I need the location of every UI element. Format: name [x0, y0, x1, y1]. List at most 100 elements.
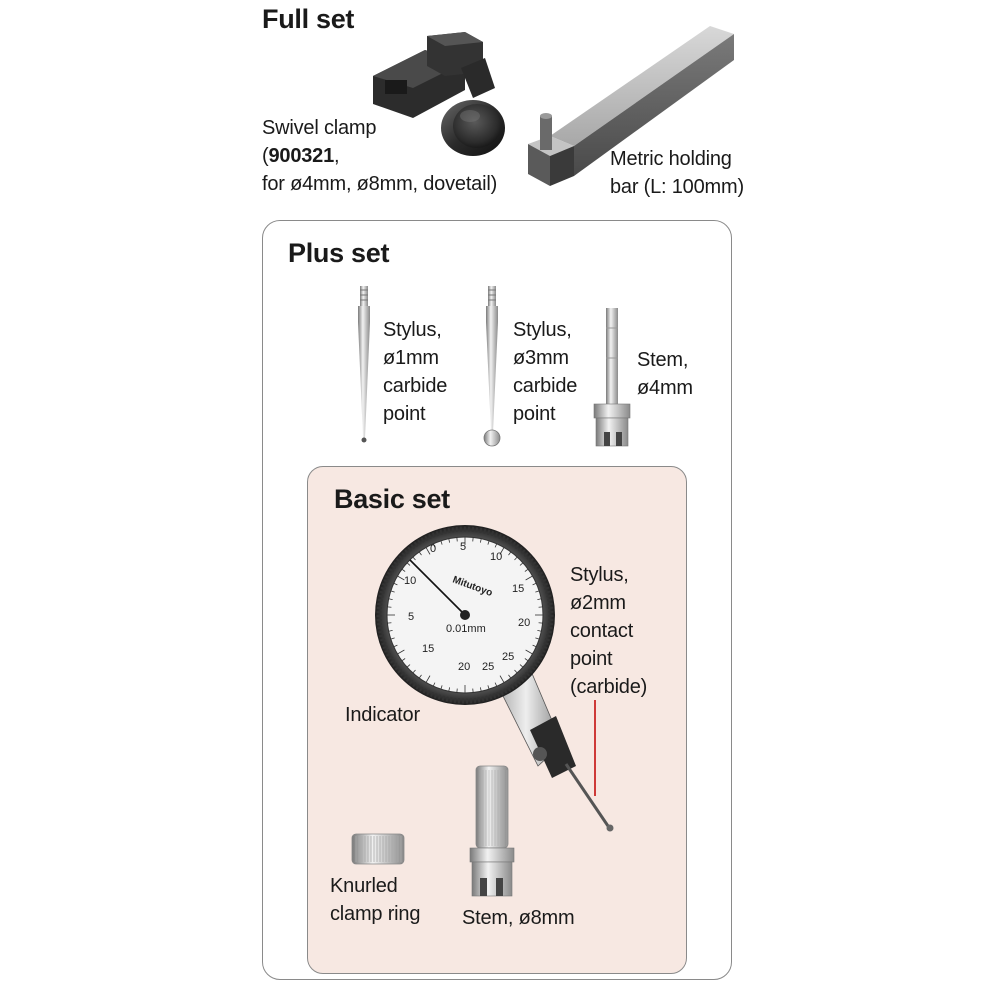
dial-tick — [487, 540, 490, 545]
stylus-3mm-line2: ø3mm — [513, 347, 569, 369]
dial-tick — [412, 556, 416, 561]
stylus-2mm-line4: point — [570, 648, 613, 670]
dial-tick — [401, 568, 406, 572]
dial-tick — [418, 551, 422, 556]
paren-open: ( — [262, 145, 269, 167]
dial-tick — [525, 575, 533, 581]
stylus-1mm-label: Stylus, ø1mm carbide point — [383, 316, 447, 428]
dial-num-10: 10 — [490, 551, 502, 563]
dial-tick — [525, 649, 533, 655]
dial-tick — [390, 637, 395, 640]
dial-tick — [412, 669, 416, 674]
stylus-2mm-label: Stylus, ø2mm contact point (carbide) — [570, 561, 647, 701]
stylus-1mm-line3: carbide — [383, 375, 448, 397]
dial-num-25-bottom: 25 — [482, 661, 494, 673]
plus-set-title: Plus set — [288, 238, 390, 268]
stylus-1mm-line2: ø1mm — [383, 347, 439, 369]
dial-tick — [406, 664, 411, 668]
dial-tick — [537, 598, 542, 601]
holding-bar-label: Metric holding bar (L: 100mm) — [610, 145, 744, 201]
stem-8mm-image — [469, 765, 515, 897]
dial-ticks — [387, 537, 543, 693]
dial-tick — [487, 685, 490, 690]
dial-tick — [406, 562, 411, 566]
dial-tick — [425, 675, 431, 683]
stylus-3mm-line3: carbide — [513, 375, 578, 397]
dial-tick — [519, 562, 524, 566]
dial-tick — [448, 687, 451, 692]
stem-8mm-label: Stem, ø8mm — [462, 907, 575, 929]
clamp-ring-image — [351, 833, 405, 865]
dial-tick — [393, 582, 398, 586]
stylus-3mm-label: Stylus, ø3mm carbide point — [513, 316, 577, 428]
swivel-clamp-image — [373, 32, 505, 156]
holding-bar-line2: bar (L: 100mm) — [610, 176, 744, 198]
stylus-2mm-line5: (carbide) — [570, 676, 648, 698]
dial-tick — [388, 629, 393, 632]
swivel-clamp-code: 900321 — [268, 145, 335, 167]
dial-tick — [537, 629, 542, 632]
stylus-1mm-image — [358, 286, 370, 443]
dial-num-20: 20 — [518, 617, 530, 629]
clamp-ring-line1: Knurled — [330, 875, 398, 897]
dial-tick — [397, 575, 405, 581]
dial-tick — [479, 687, 482, 692]
holding-bar-line1: Metric holding — [610, 148, 732, 170]
dial-tick — [390, 590, 395, 593]
dial-num-0: 0 — [430, 543, 436, 555]
dial-tick — [499, 675, 505, 683]
dial-tick — [418, 674, 422, 679]
dial-num-10-left: 10 — [404, 575, 416, 587]
dial-num-15: 15 — [512, 583, 524, 595]
comma: , — [334, 145, 340, 167]
dial-tick — [514, 556, 518, 561]
dial-num-25: 25 — [502, 651, 514, 663]
clamp-ring-label: Knurled clamp ring — [330, 872, 420, 928]
dial-tick — [494, 543, 498, 548]
swivel-clamp-line2: (900321, — [262, 142, 497, 170]
dial-tick — [397, 649, 405, 655]
dial-num-20-bottom: 20 — [458, 661, 470, 673]
swivel-clamp-line3: for ø4mm, ø8mm, dovetail) — [262, 173, 498, 195]
dial-num-5: 5 — [460, 541, 466, 553]
stylus-3mm-image — [483, 286, 501, 447]
dial-resolution: 0.01mm — [446, 623, 486, 635]
dial-tick — [499, 547, 505, 555]
stylus-3mm-line1: Stylus, — [513, 319, 572, 341]
basic-set-title: Basic set — [334, 484, 450, 514]
indicator-image: Mitutoyo 0.01mm 0 5 10 15 20 25 15 20 25… — [375, 525, 614, 832]
stylus-1mm-line4: point — [383, 403, 426, 425]
clamp-ring-line2: clamp ring — [330, 903, 421, 925]
stem-4mm-line1: Stem, — [637, 349, 689, 371]
dial-tick — [401, 658, 406, 662]
full-set-title: Full set — [262, 4, 355, 34]
dial-tick — [514, 669, 518, 674]
dial-tick — [440, 540, 443, 545]
dial-tick — [508, 551, 512, 556]
indicator-label: Indicator — [345, 704, 420, 726]
dial-tick — [532, 644, 537, 648]
stylus-1mm-line1: Stylus, — [383, 319, 442, 341]
dial-tick — [494, 682, 498, 687]
stylus-2mm-line1: Stylus, — [570, 564, 629, 586]
stylus-leader-line — [594, 700, 596, 796]
stem-4mm-line2: ø4mm — [637, 377, 693, 399]
dial-tick — [535, 590, 540, 593]
dial-tick — [432, 543, 436, 548]
dial-tick — [388, 598, 393, 601]
dial-tick — [393, 644, 398, 648]
dial-tick — [508, 674, 512, 679]
dial-tick — [432, 682, 436, 687]
swivel-clamp-label: Swivel clamp (900321, for ø4mm, ø8mm, do… — [262, 114, 497, 198]
dial-tick — [532, 582, 537, 586]
stylus-3mm-line4: point — [513, 403, 556, 425]
stylus-2mm-line3: contact — [570, 620, 634, 642]
dial-tick — [524, 658, 529, 662]
stem-4mm-image — [593, 308, 631, 447]
dial-tick — [448, 538, 451, 543]
swivel-clamp-line1: Swivel clamp — [262, 117, 377, 139]
dial-num-15-left: 15 — [422, 643, 434, 655]
stylus-2mm-line2: ø2mm — [570, 592, 626, 614]
dial-tick — [425, 547, 431, 555]
dial-tick — [524, 568, 529, 572]
